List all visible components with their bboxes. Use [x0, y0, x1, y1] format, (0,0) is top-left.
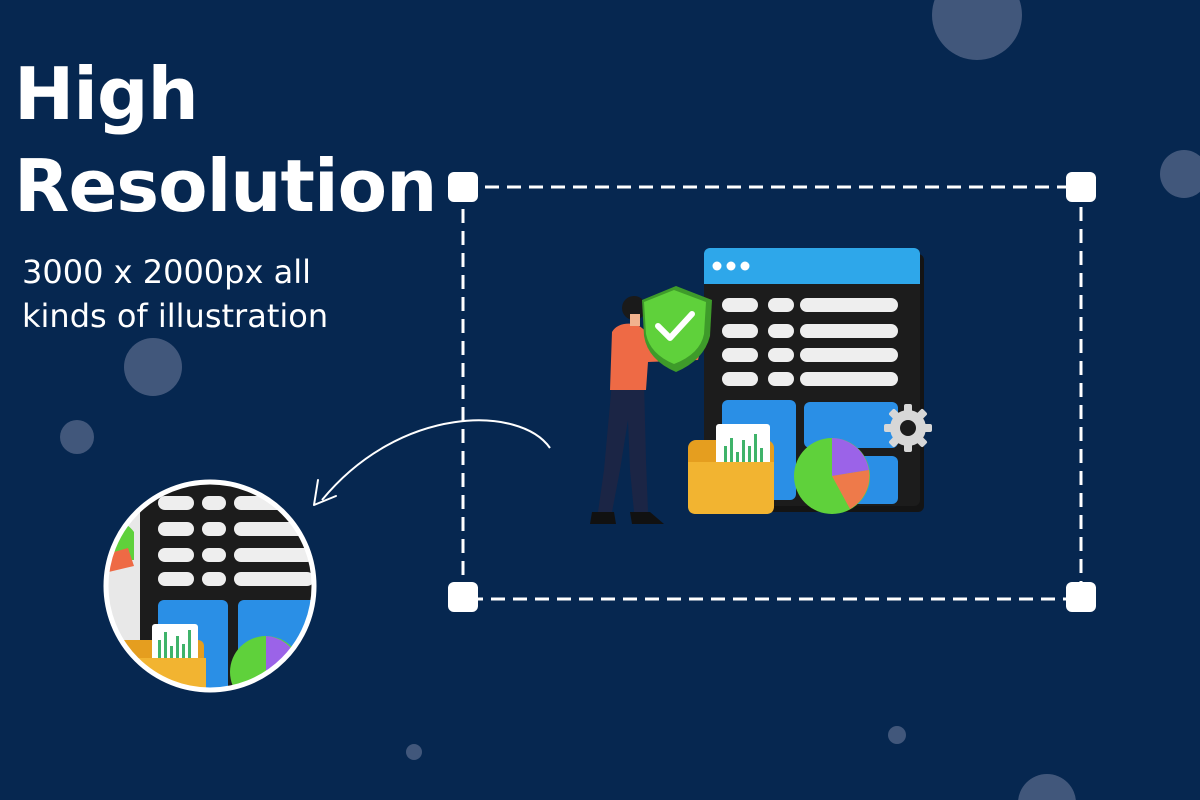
decorative-dot — [406, 744, 422, 760]
shield-icon — [642, 286, 712, 372]
decorative-dot — [60, 420, 94, 454]
subtitle-line-2: kinds of illustration — [22, 297, 329, 335]
resize-handle-top-left — [448, 172, 478, 202]
decorative-dot — [1160, 150, 1200, 198]
title-line-1: High — [14, 52, 199, 136]
page-title: High Resolution — [14, 48, 437, 232]
resize-handle-top-right — [1066, 172, 1096, 202]
subtitle: 3000 x 2000px all kinds of illustration — [22, 250, 402, 338]
pie-chart-icon — [794, 438, 870, 514]
subtitle-line-1: 3000 x 2000px all — [22, 253, 311, 291]
resize-handle-bottom-left — [448, 582, 478, 612]
gear-icon — [884, 404, 932, 452]
title-line-2: Resolution — [14, 144, 437, 228]
decorative-dot — [888, 726, 906, 744]
zoom-detail-circle — [103, 479, 317, 693]
resize-handle-bottom-right — [1066, 582, 1096, 612]
selection-frame — [448, 172, 1096, 612]
arrow-icon — [313, 419, 551, 506]
decorative-dot — [124, 338, 182, 396]
folder-icon — [688, 424, 774, 514]
